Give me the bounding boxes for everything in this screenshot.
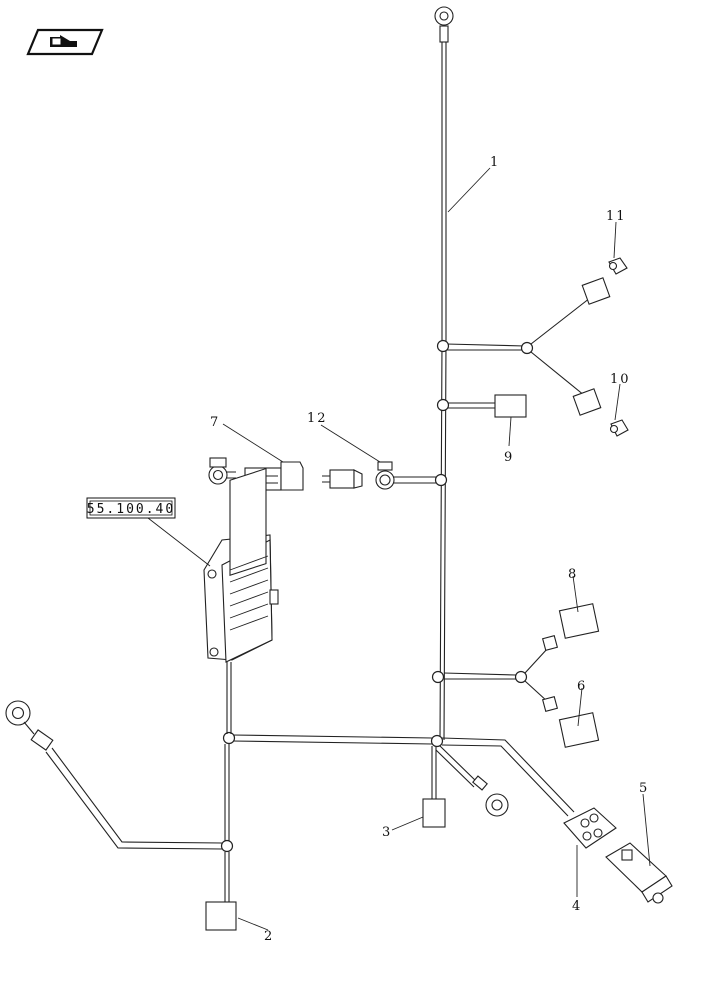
branch-connectors-6-8 xyxy=(431,603,600,748)
connector-9 xyxy=(436,394,527,418)
harness-trunk xyxy=(434,6,454,741)
callout-5: 5 xyxy=(639,781,649,796)
callout-4: 4 xyxy=(572,899,582,914)
branch-connectors-10-11 xyxy=(436,277,611,416)
reference-box[interactable]: 55.100.40 xyxy=(86,497,176,519)
callout-11: 11 xyxy=(606,209,627,224)
lower-cross-harness xyxy=(222,731,575,828)
back-arrow-icon[interactable] xyxy=(26,28,104,56)
callout-6: 6 xyxy=(577,679,587,694)
callout-3: 3 xyxy=(382,825,392,840)
callout-9: 9 xyxy=(504,450,514,465)
callout-2: 2 xyxy=(264,929,274,944)
callout-12: 12 xyxy=(307,411,328,426)
relay-connector-4 xyxy=(563,807,617,849)
callout-10: 10 xyxy=(610,372,631,387)
callout-leaders xyxy=(147,167,651,931)
relay-5 xyxy=(605,842,673,904)
left-harness xyxy=(5,662,237,931)
callout-8: 8 xyxy=(568,567,578,582)
callout-7: 7 xyxy=(210,415,220,430)
reference-label: 55.100.40 xyxy=(87,502,175,517)
connector-11 xyxy=(608,257,628,275)
ecu-module xyxy=(203,467,279,663)
connector-10 xyxy=(609,419,629,437)
branch-connectors-7-12 xyxy=(322,461,448,490)
callout-1: 1 xyxy=(490,155,500,170)
